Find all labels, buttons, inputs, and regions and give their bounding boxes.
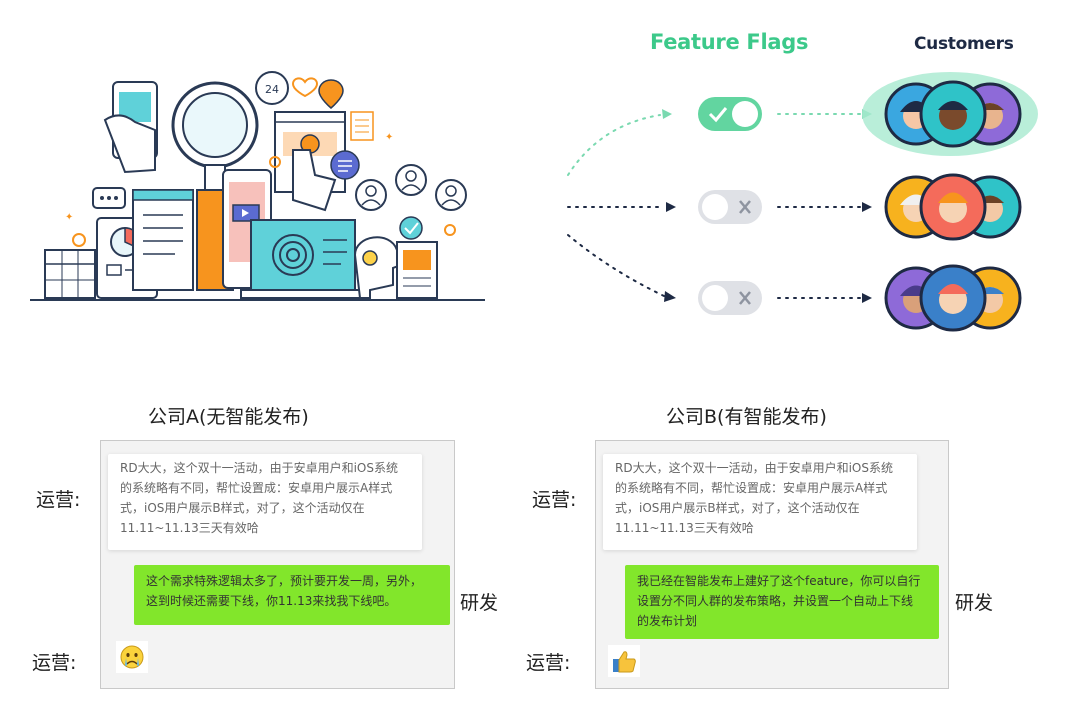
company-b-chat: RD大大，这个双十一活动，由于安卓用户和iOS系统 的系统略有不同，帮忙设置成：… [595,440,949,689]
message-line: 11.11~11.13三天有效哈 [615,521,754,535]
arrow-head-2 [666,202,676,212]
gear-icon [72,233,86,247]
chat-dots-icon [92,187,126,209]
message-line: RD大大，这个双十一活动，由于安卓用户和iOS系统 [120,461,398,475]
message-line: 式，iOS用户展示B样式，对了，这个活动仅在 [615,501,860,515]
laptop-fingerprint-icon [240,219,366,299]
arrow-head-3 [664,291,676,302]
calendar-icon [44,249,96,299]
clock-24-icon: 24 [255,71,289,105]
message-line: RD大大，这个双十一活动，由于安卓用户和iOS系统 [615,461,893,475]
message-line: 设置分不同人群的发布策略，并设置一个自动上下线 [637,594,914,608]
incoming-arrow-1 [567,114,661,176]
head-lightbulb-icon [353,236,403,299]
rd-label: 研发 [460,592,499,614]
location-pin-icon [318,79,344,109]
message-line: 的系统略有不同，帮忙设置成：安卓用户展示A样式 [120,481,393,495]
message-line: 这到时候还需要下线，你11.13来找我下线吧。 [146,594,397,608]
rd-message-bubble: 这个需求特殊逻辑太多了，预计要开发一周，另外， 这到时候还需要下线，你11.13… [134,565,450,625]
report-document-icon [396,241,438,299]
message-line: 式，iOS用户展示B样式，对了，这个活动仅在 [120,501,365,515]
heart-icon [291,77,319,98]
toggle-off-1[interactable] [698,190,762,224]
thumbs-up-icon [608,645,640,677]
ops-label: 运营: [32,652,77,674]
company-a-title: 公司A(无智能发布) [148,406,309,428]
incoming-arrow-3 [567,234,665,297]
company-a-chat: RD大大，这个双十一活动，由于安卓用户和iOS系统 的系统略有不同，帮忙设置成：… [100,440,455,689]
toggle-off-2[interactable] [698,281,762,315]
customer-group-3 [884,264,1022,332]
gear-icon [444,224,456,236]
message-line: 11.11~11.13三天有效哈 [120,521,259,535]
rd-message-bubble: 我已经在智能发布上建好了这个feature，你可以自行 设置分不同人群的发布策略… [625,565,939,639]
customers-title: Customers [914,34,1014,54]
message-line: 的发布计划 [637,614,698,628]
message-bubble-icon [330,150,360,180]
pointing-hand-icon [292,149,337,212]
message-line: 的系统略有不同，帮忙设置成：安卓用户展示A样式 [615,481,888,495]
phone-hand-icon [103,81,158,174]
customer-group-2 [884,173,1022,241]
tech-illustration: 24 [30,71,485,301]
document-icon [132,189,194,291]
feature-flags-diagram [567,72,1038,332]
arrow-head-1 [662,109,672,119]
customer-group-1 [862,72,1038,156]
company-b-title: 公司B(有智能发布) [666,406,827,428]
clock-label: 24 [265,83,279,96]
feature-flags-title: Feature Flags [650,30,809,54]
ops-label: 运营: [532,489,577,511]
sparkle-icon: ✦ [65,212,73,223]
rd-label: 研发 [955,592,994,614]
user-avatar-icons [355,164,467,211]
clipboard-icon [350,111,374,141]
check-circle-icon [399,216,423,240]
gear-icon [269,156,281,168]
ops-message-bubble: RD大大，这个双十一活动，由于安卓用户和iOS系统 的系统略有不同，帮忙设置成：… [603,454,917,550]
toggle-on[interactable] [698,97,762,131]
message-line: 这个需求特殊逻辑太多了，预计要开发一周，另外， [146,574,423,588]
crying-face-icon [116,641,148,673]
ops-message-bubble: RD大大，这个双十一活动，由于安卓用户和iOS系统 的系统略有不同，帮忙设置成：… [108,454,422,550]
arrow-head-out-3 [862,293,872,303]
ops-label: 运营: [36,489,81,511]
arrow-head-out-2 [862,202,872,212]
sparkle-icon: ✦ [385,132,393,143]
message-line: 我已经在智能发布上建好了这个feature，你可以自行 [637,574,921,588]
ops-label: 运营: [526,652,571,674]
